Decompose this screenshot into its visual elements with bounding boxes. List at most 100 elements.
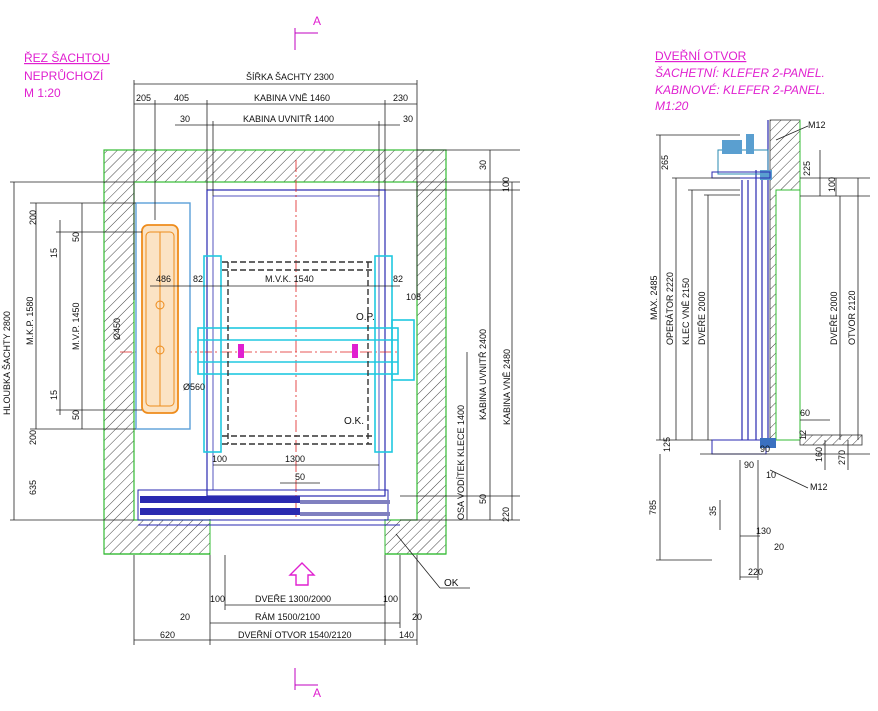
left-title: ŘEZ ŠACHTOU NEPRŮCHOZÍ M 1:20 [24,50,110,100]
dim-50c: 50 [295,472,305,482]
dim-30a: 30 [180,114,190,124]
door-operator [711,134,772,180]
dim-100r: 100 [501,177,511,192]
entrance-arrow-icon [288,562,316,586]
dim-635: 635 [28,480,38,495]
dim-mvp: M.V.P. 1450 [71,302,81,350]
landing-sill [760,438,776,448]
dim-cabin-outer-depth: KABINA VNĚ 2480 [502,349,512,425]
dim-560: Ø560 [183,382,205,392]
dim-785: 785 [648,500,658,515]
dim-140: 140 [399,630,414,640]
dim-30b: 30 [403,114,413,124]
dim-125: 125 [662,437,672,452]
cabin-sill [711,439,767,455]
door-section: M12 265 225 100 MAX. 2485 OPERÁTOR 2220 … [648,119,870,580]
dim-20b: 20 [412,612,422,622]
dim-130: 130 [756,526,771,536]
dim-220-section: 220 [748,567,763,577]
dim-100a: 100 [212,454,227,464]
section-mark-bottom-label: A [313,686,321,700]
dim-20a: 20 [180,612,190,622]
dim-mvk: M.V.K. 1540 [265,274,314,284]
left-title-line1: ŘEZ ŠACHTOU [24,50,110,65]
dim-200b: 200 [28,430,38,445]
dim-dvere-right: DVEŘE 2000 [829,291,839,345]
dim-620: 620 [160,630,175,640]
right-title-scale: M1:20 [655,99,689,113]
section-m12-top: M12 [808,120,826,130]
dim-82a: 82 [193,274,203,284]
dim-265: 265 [660,155,670,170]
dim-15a: 15 [49,248,59,258]
ok-label: O.K. [344,416,364,427]
frame-beams [222,261,374,445]
right-title-line2: ŠACHETNÍ: KLEFER 2-PANEL. [655,65,825,80]
counterweight-machine [135,202,191,430]
dim-160: 160 [814,447,824,462]
section-m12-bottom: M12 [810,482,828,492]
dim-205: 205 [136,93,151,103]
dim-100: 100 [827,177,837,192]
dim-108: 108 [406,292,421,302]
dim-20: 20 [774,542,784,552]
op-label: O.P. [356,312,375,323]
dim-otvor: OTVOR 2120 [847,290,857,345]
dim-486: 486 [156,274,171,284]
right-title: DVEŘNÍ OTVOR ŠACHETNÍ: KLEFER 2-PANEL. K… [655,48,826,113]
dim-200a: 200 [28,210,38,225]
section-floor [799,434,863,446]
landing-door-panels [137,489,400,526]
section-dim-lines [656,134,870,580]
dim-frame: RÁM 1500/2100 [255,612,320,622]
dim-270: 270 [837,450,847,465]
dim-15b: 15 [49,390,59,400]
dim-225: 225 [802,161,812,176]
section-mark-top-label: A [313,14,321,28]
right-title-line3: KABINOVÉ: KLEFER 2-PANEL. [655,82,826,97]
plan-right-dim-lines [385,149,520,521]
dim-90a: 90 [760,444,770,454]
dim-klec: KLEC VNĚ 2150 [681,278,691,345]
dim-12: 12 [798,430,808,440]
section-mark-top: A [294,14,321,50]
section-door-panels [741,120,769,440]
section-mark-bottom: A [294,668,321,700]
dim-mkp: M.K.P. 1580 [25,297,35,345]
dim-operator: OPERÁTOR 2220 [665,272,675,345]
dim-50b: 50 [71,410,81,420]
dim-osa: OSA VODÍTEK KLECE 1400 [456,405,466,520]
dim-50a: 50 [71,232,81,242]
dim-450: Ø450 [112,318,122,340]
dim-dvere-left: DVEŘE 2000 [697,291,707,345]
dim-230: 230 [393,93,408,103]
dim-35: 35 [708,506,718,516]
left-title-line2: NEPRŮCHOZÍ [24,68,104,83]
dim-doors: DVEŘE 1300/2000 [255,594,331,604]
dim-cabin-inner-depth: KABINA UVNITŘ 2400 [478,329,488,420]
plan-left-dim-lines [10,181,142,521]
dim-shaft-depth: HLOUBKA ŠACHTY 2800 [2,311,12,415]
shaft-plan: O.P. O.K. OK ŠÍŘKA ŠACHTY 2300 205 405 K… [2,72,520,645]
dim-1300: 1300 [285,454,305,464]
dim-100c: 100 [383,594,398,604]
right-title-line1: DVEŘNÍ OTVOR [655,48,747,63]
dim-shaft-width: ŠÍŘKA ŠACHTY 2300 [246,72,334,82]
dim-30r: 30 [478,160,488,170]
dim-405: 405 [174,93,189,103]
left-title-scale: M 1:20 [24,86,61,100]
dim-door-opening: DVEŘNÍ OTVOR 1540/2120 [238,630,352,640]
dim-max: MAX. 2485 [649,275,659,320]
dim-90b: 90 [744,460,754,470]
plan-bottom-dimensions [133,555,418,645]
ok-callout-label: OK [444,578,459,589]
door-opening-gap [210,519,385,555]
dim-100b: 100 [210,594,225,604]
dim-60: 60 [800,408,810,418]
dim-82b: 82 [393,274,403,284]
dim-10: 10 [766,470,776,480]
dim-220: 220 [501,507,511,522]
dim-cabin-inner: KABINA UVNITŘ 1400 [243,114,334,124]
